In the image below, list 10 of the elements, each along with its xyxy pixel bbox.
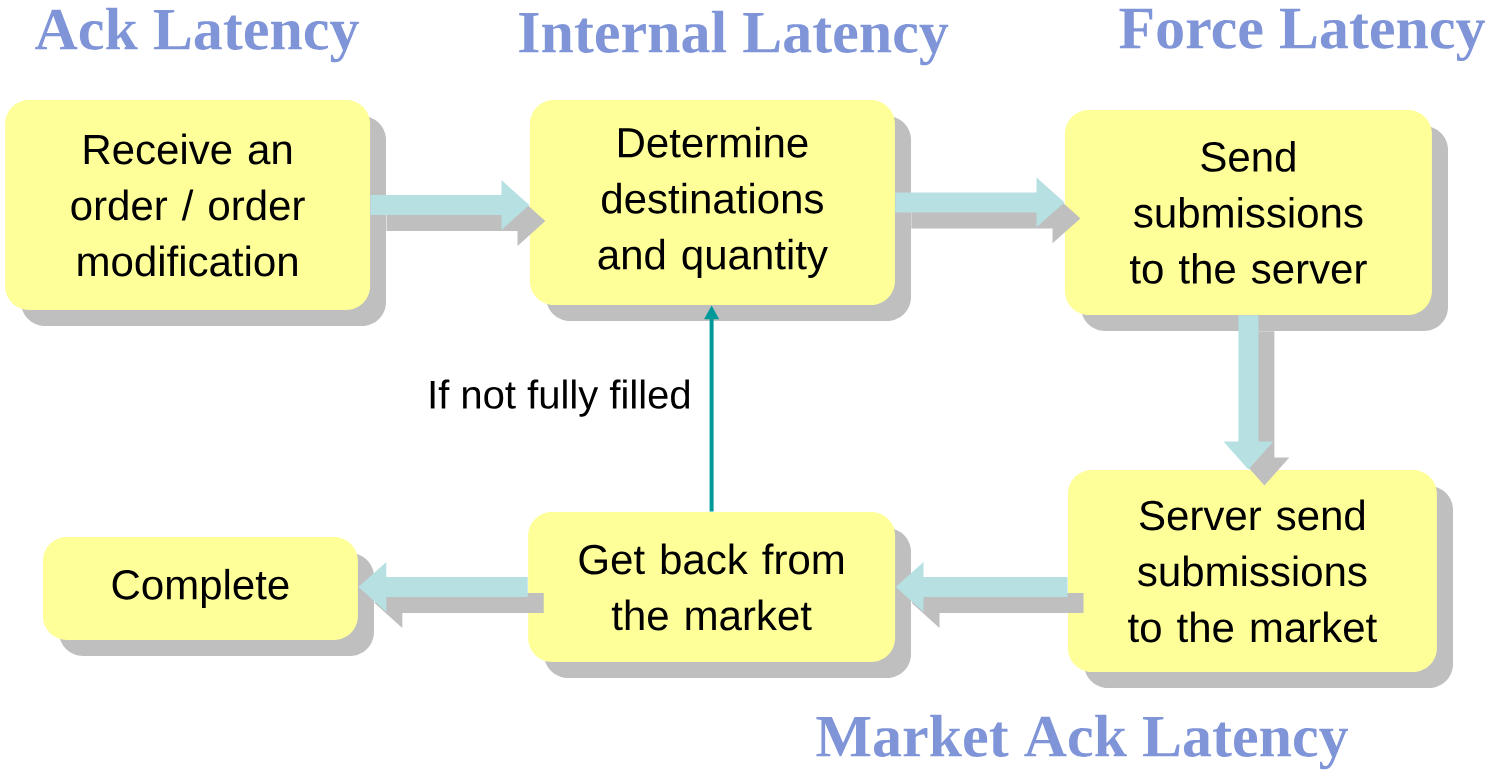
process-box: Receive an order / order modification [5, 100, 386, 326]
process-box: Complete [42, 536, 374, 656]
latency-heading: Market Ack Latency [816, 714, 1349, 770]
process-box: Send submissions to the server [1064, 109, 1448, 331]
latency-heading: Internal Latency [519, 10, 949, 66]
process-box: Server send submissions to the market [1067, 470, 1453, 688]
process-box: Get back from the market [528, 512, 911, 678]
edge-label: If not fully filled [430, 379, 689, 417]
latency-heading: Force Latency [1119, 8, 1485, 62]
process-box: Determine destinations and quantity [529, 99, 911, 321]
